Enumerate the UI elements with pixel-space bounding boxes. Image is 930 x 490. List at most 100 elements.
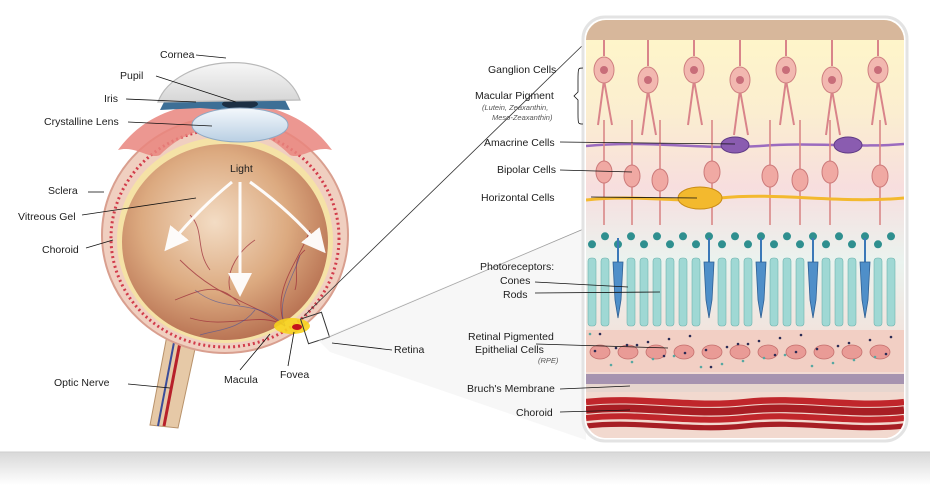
bipolar-cell [871,164,889,188]
rod-cell [665,257,675,327]
photoreceptor-nucleus [718,240,726,249]
photoreceptor-nucleus [874,240,882,249]
rpe-cell [645,344,667,360]
choroid-ring [109,127,341,349]
label-macula: Macula [224,374,258,386]
rpe-granule [762,356,766,360]
vitreous-body [122,144,328,340]
rpe-granule [836,344,840,348]
rpe-granule [630,360,634,364]
choroid-vessel [586,421,904,431]
rod-cell [769,257,779,327]
ganglion-dendrite [779,40,795,126]
rpe-granule [847,341,851,345]
rpe-granule [725,345,729,349]
rpe-granule [889,335,893,339]
retina-cell-layer [586,40,904,372]
inner-limiting-membrane [586,20,904,40]
cone-cell [859,261,871,319]
ganglion-dendrite [825,40,841,136]
rpe-granule [815,347,819,351]
retina-panel [581,15,909,443]
rpe-granule [720,362,724,366]
rod-cell [743,257,753,327]
rpe-granule [709,365,713,369]
eye-leader-lines [81,54,393,389]
label-iris: Iris [104,93,118,105]
rpe-granule [852,358,856,362]
ganglion-nucleus [644,76,652,84]
choroid-vessels [586,397,904,431]
rpe-granule [704,348,708,352]
rpe-granule [614,346,618,350]
rod-cell [691,257,701,327]
rod-cell [847,257,857,327]
photoreceptor-nucleus [796,240,804,249]
bipolar-cell [821,160,839,184]
bipolar-cell [761,164,779,188]
rpe-granule [868,338,872,342]
cone-cell [703,261,715,319]
label-bruchs-membrane: Bruch's Membrane [467,383,555,395]
photoreceptor-nucleus [705,232,713,241]
bipolar-cell [791,168,809,192]
label-fovea: Fovea [280,369,309,381]
rpe-granule [831,361,835,365]
rpe-cell [589,344,611,360]
retinal-veins [194,254,301,336]
rpe-granule [884,352,888,356]
photoreceptor-nucleus [822,240,830,249]
cone-cell [612,261,624,319]
photoreceptor-nucleus [809,232,817,241]
label-macular-sub1: (Lutein, Zeaxanthin, [482,103,548,112]
rpe-granule [609,363,613,367]
rod-cell [834,257,844,327]
photoreceptor-nucleus [731,232,739,241]
rpe-granule [683,351,687,355]
rpe-granule [794,350,798,354]
label-cornea: Cornea [160,49,195,61]
rpe-granule [651,357,655,361]
rpe-granule [625,343,629,347]
choroid-vessel [586,413,904,423]
photoreceptor-nucleus [692,240,700,249]
rpe-cell [869,344,891,360]
bipolar-cell [595,160,613,184]
rpe-cell [673,344,695,360]
rpe-granule [799,333,803,337]
ground-shadow [0,452,930,485]
retina-zoom-box [299,311,331,345]
photoreceptor-nucleus [835,232,843,241]
photoreceptor-nucleus [861,232,869,241]
bipolar-cell [623,164,641,188]
rpe-granule [667,337,671,341]
label-macular-pigment: Macular Pigment [475,90,554,102]
rpe-granule [746,342,750,346]
photoreceptor-nucleus [640,240,648,249]
rpe-cell [813,344,835,360]
label-crystalline-lens: Crystalline Lens [44,116,119,128]
label-rpe-line1: Retinal Pigmented [468,331,554,343]
label-ganglion-cells: Ganglion Cells [488,64,556,76]
zoom-wedge [303,41,587,440]
photoreceptor-nucleus [770,240,778,249]
cone-cell [755,261,767,319]
rpe-granule [810,364,814,368]
rpe-granule [873,355,877,359]
rpe-granule [672,354,676,358]
rpe-cell [701,344,723,360]
label-pupil: Pupil [120,70,143,82]
bipolar-cell [651,168,669,192]
photoreceptor-nucleus [744,240,752,249]
rpe-granule [646,340,650,344]
label-photoreceptors: Photoreceptors: [480,261,554,273]
ganglion-dendrite [641,40,657,136]
rpe-granule [688,334,692,338]
ciliary-body [118,100,332,157]
rpe-granule [662,354,666,358]
rod-cell [587,257,597,327]
label-optic-nerve: Optic Nerve [54,377,110,389]
optic-vein [157,331,177,427]
